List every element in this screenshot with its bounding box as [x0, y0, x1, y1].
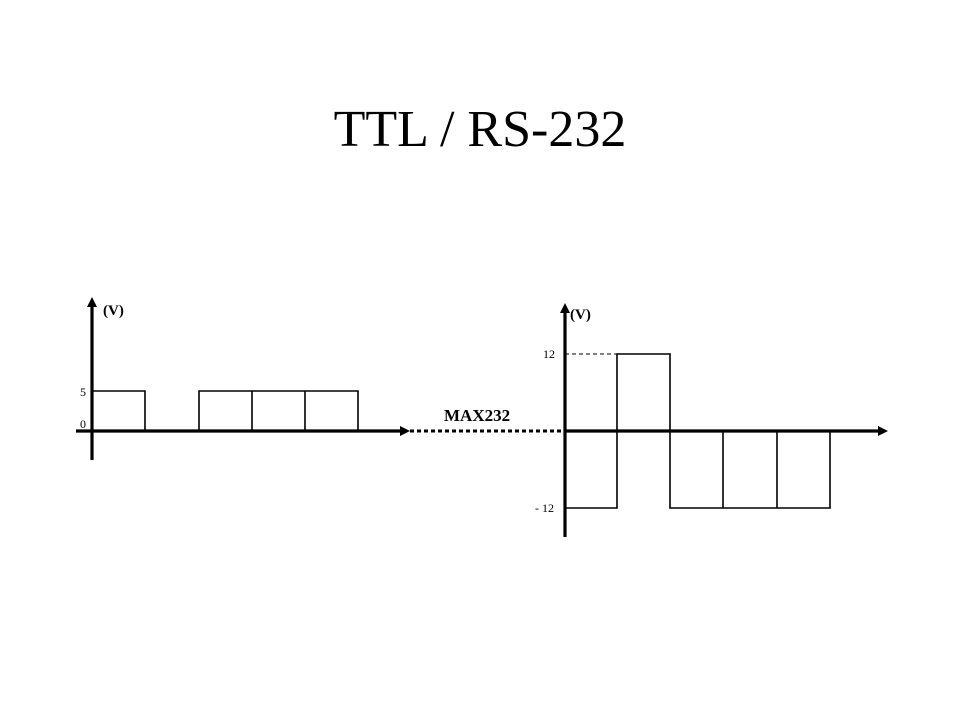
- ttl-square-wave: [92, 390, 359, 431]
- ttl-tick-5: 5: [80, 385, 86, 399]
- max232-link: MAX232: [410, 406, 562, 433]
- rs232-plot: (V) 12 - 12: [535, 303, 888, 537]
- slide-title: TTL / RS-232: [333, 101, 627, 158]
- ttl-plot: (V) 5 0: [76, 297, 410, 460]
- max232-label: MAX232: [444, 406, 510, 425]
- rs232-tick-12: 12: [543, 347, 555, 361]
- ttl-tick-0: 0: [80, 417, 86, 431]
- rs232-y-unit-label: (V): [570, 307, 591, 323]
- ttl-y-unit-label: (V): [103, 303, 124, 319]
- rs232-square-wave: [565, 353, 831, 509]
- rs232-tick-neg12: - 12: [535, 501, 554, 515]
